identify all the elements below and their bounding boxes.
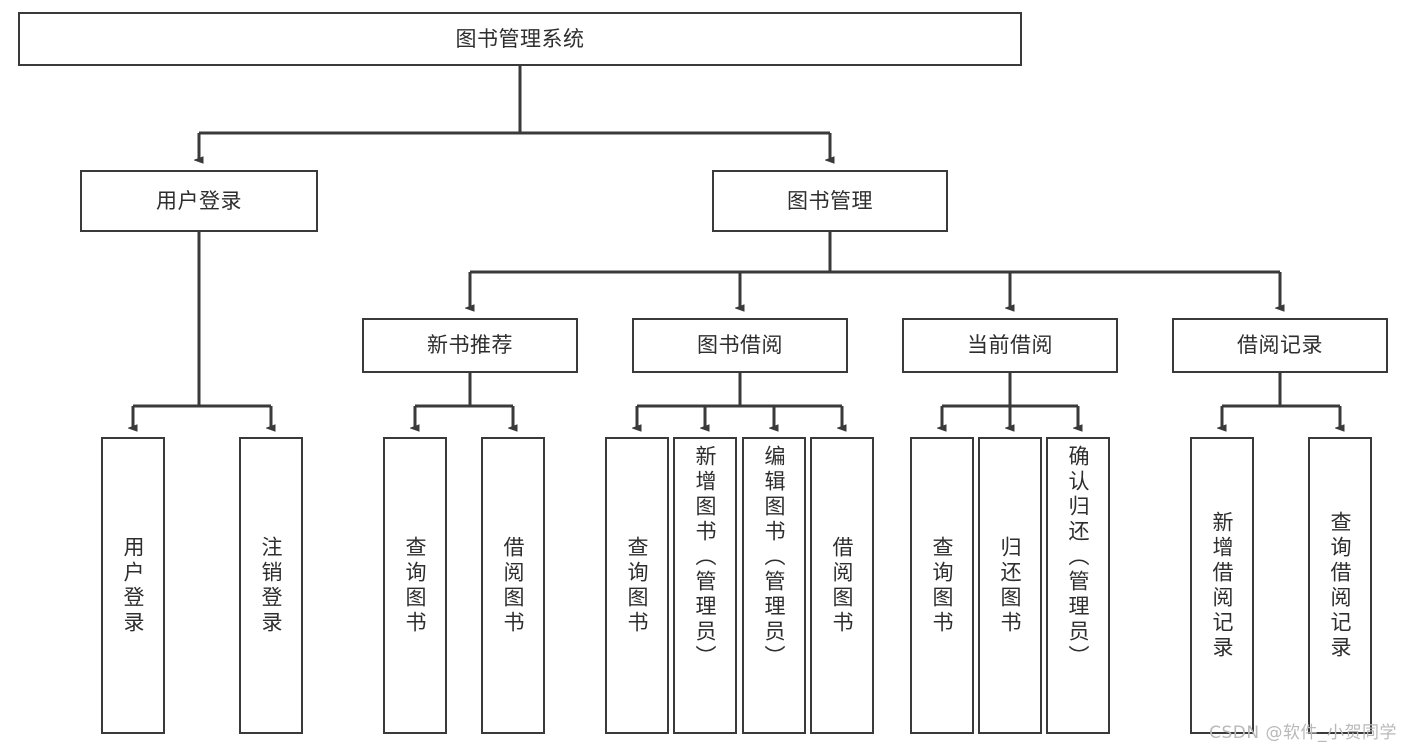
node-label: 新书推荐 — [427, 333, 513, 357]
node-book-borrow[interactable]: 图书借阅 — [632, 318, 848, 373]
leaf-label: 新增图书（管理员） — [693, 445, 718, 670]
leaf-label: 用户登录 — [121, 535, 146, 636]
leaf-label: 查询图书 — [625, 535, 650, 636]
leaf-recommend-borrow-book[interactable]: 借阅图书 — [481, 437, 545, 734]
node-book-management[interactable]: 图书管理 — [712, 170, 948, 232]
leaf-label: 编辑图书（管理员） — [762, 445, 787, 670]
leaf-record-query-record[interactable]: 查询借阅记录 — [1308, 437, 1372, 734]
leaf-label: 借阅图书 — [501, 535, 526, 636]
node-label: 图书管理系统 — [455, 26, 585, 51]
leaf-current-return-book[interactable]: 归还图书 — [978, 437, 1042, 734]
node-label: 图书管理 — [787, 188, 873, 213]
leaf-borrow-borrow-book[interactable]: 借阅图书 — [810, 437, 874, 734]
leaf-current-confirm-return-admin[interactable]: 确认归还（管理员） — [1046, 437, 1110, 734]
leaf-label: 新增借阅记录 — [1210, 510, 1235, 661]
leaf-user-login-signin[interactable]: 用户登录 — [101, 437, 165, 734]
node-label: 当前借阅 — [967, 333, 1053, 357]
leaf-record-add-record[interactable]: 新增借阅记录 — [1190, 437, 1254, 734]
leaf-current-query-book[interactable]: 查询图书 — [910, 437, 974, 734]
leaf-label: 归还图书 — [998, 535, 1023, 636]
leaf-borrow-add-book-admin[interactable]: 新增图书（管理员） — [673, 437, 737, 734]
node-root-system[interactable]: 图书管理系统 — [18, 12, 1022, 66]
node-label: 用户登录 — [156, 188, 242, 213]
leaf-borrow-edit-book-admin[interactable]: 编辑图书（管理员） — [742, 437, 806, 734]
leaf-label: 查询图书 — [930, 535, 955, 636]
node-new-book-recommend[interactable]: 新书推荐 — [362, 318, 578, 373]
leaf-recommend-query-book[interactable]: 查询图书 — [383, 437, 447, 734]
node-borrow-record[interactable]: 借阅记录 — [1172, 318, 1388, 373]
leaf-label: 查询借阅记录 — [1328, 510, 1353, 661]
leaf-label: 借阅图书 — [830, 535, 855, 636]
leaf-label: 注销登录 — [259, 535, 284, 636]
node-current-borrow[interactable]: 当前借阅 — [902, 318, 1118, 373]
node-label: 图书借阅 — [697, 333, 783, 357]
leaf-label: 查询图书 — [403, 535, 428, 636]
leaf-label: 确认归还（管理员） — [1066, 445, 1091, 670]
node-label: 借阅记录 — [1237, 333, 1323, 357]
node-user-login[interactable]: 用户登录 — [80, 170, 318, 232]
leaf-borrow-query-book[interactable]: 查询图书 — [605, 437, 669, 734]
leaf-user-login-signout[interactable]: 注销登录 — [239, 437, 303, 734]
